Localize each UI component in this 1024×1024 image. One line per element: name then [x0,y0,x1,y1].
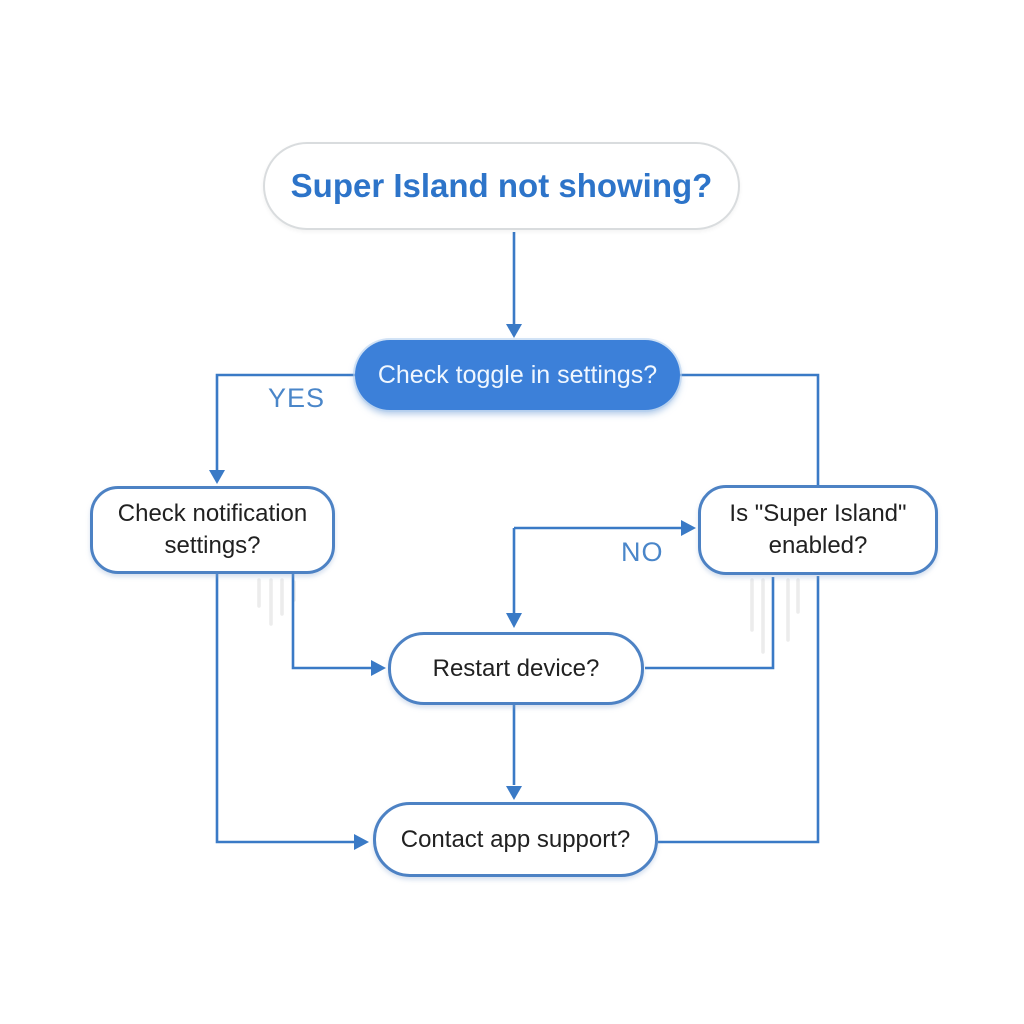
arrowhead-down [506,613,522,628]
arrowhead-down [506,786,522,800]
node-is-enabled-label: Is "Super Island" enabled? [729,500,907,559]
node-check-notification: Check notification settings? [90,486,335,574]
arrowhead-down [506,324,522,338]
node-start-label: Super Island not showing? [290,167,713,205]
node-start: Super Island not showing? [263,142,740,230]
node-check-toggle: Check toggle in settings? [355,340,680,410]
arrowhead-right [371,660,386,676]
arrowhead-right [681,520,696,536]
node-check-toggle-label: Check toggle in settings? [377,360,658,389]
branch-label-no: NO [621,537,664,567]
node-check-notification-label: Check notification settings? [117,500,308,559]
edge-notification-to-restart [291,574,371,670]
edge-restart-to-enabled [645,577,775,670]
node-is-enabled: Is "Super Island" enabled? [698,485,938,575]
node-contact: Contact app support? [373,802,658,877]
node-contact-label: Contact app support? [400,825,631,853]
arrowhead-right [354,834,369,850]
edge-notification-to-contact [215,574,354,844]
node-restart: Restart device? [388,632,644,705]
arrowhead-down [209,470,225,484]
node-restart-label: Restart device? [432,654,600,682]
branch-label-yes: YES [268,383,326,413]
edge-toggle-to-enabled [680,373,820,490]
edge-contact-to-enabled [658,576,820,844]
edge-toggle-to-notification [215,373,355,470]
